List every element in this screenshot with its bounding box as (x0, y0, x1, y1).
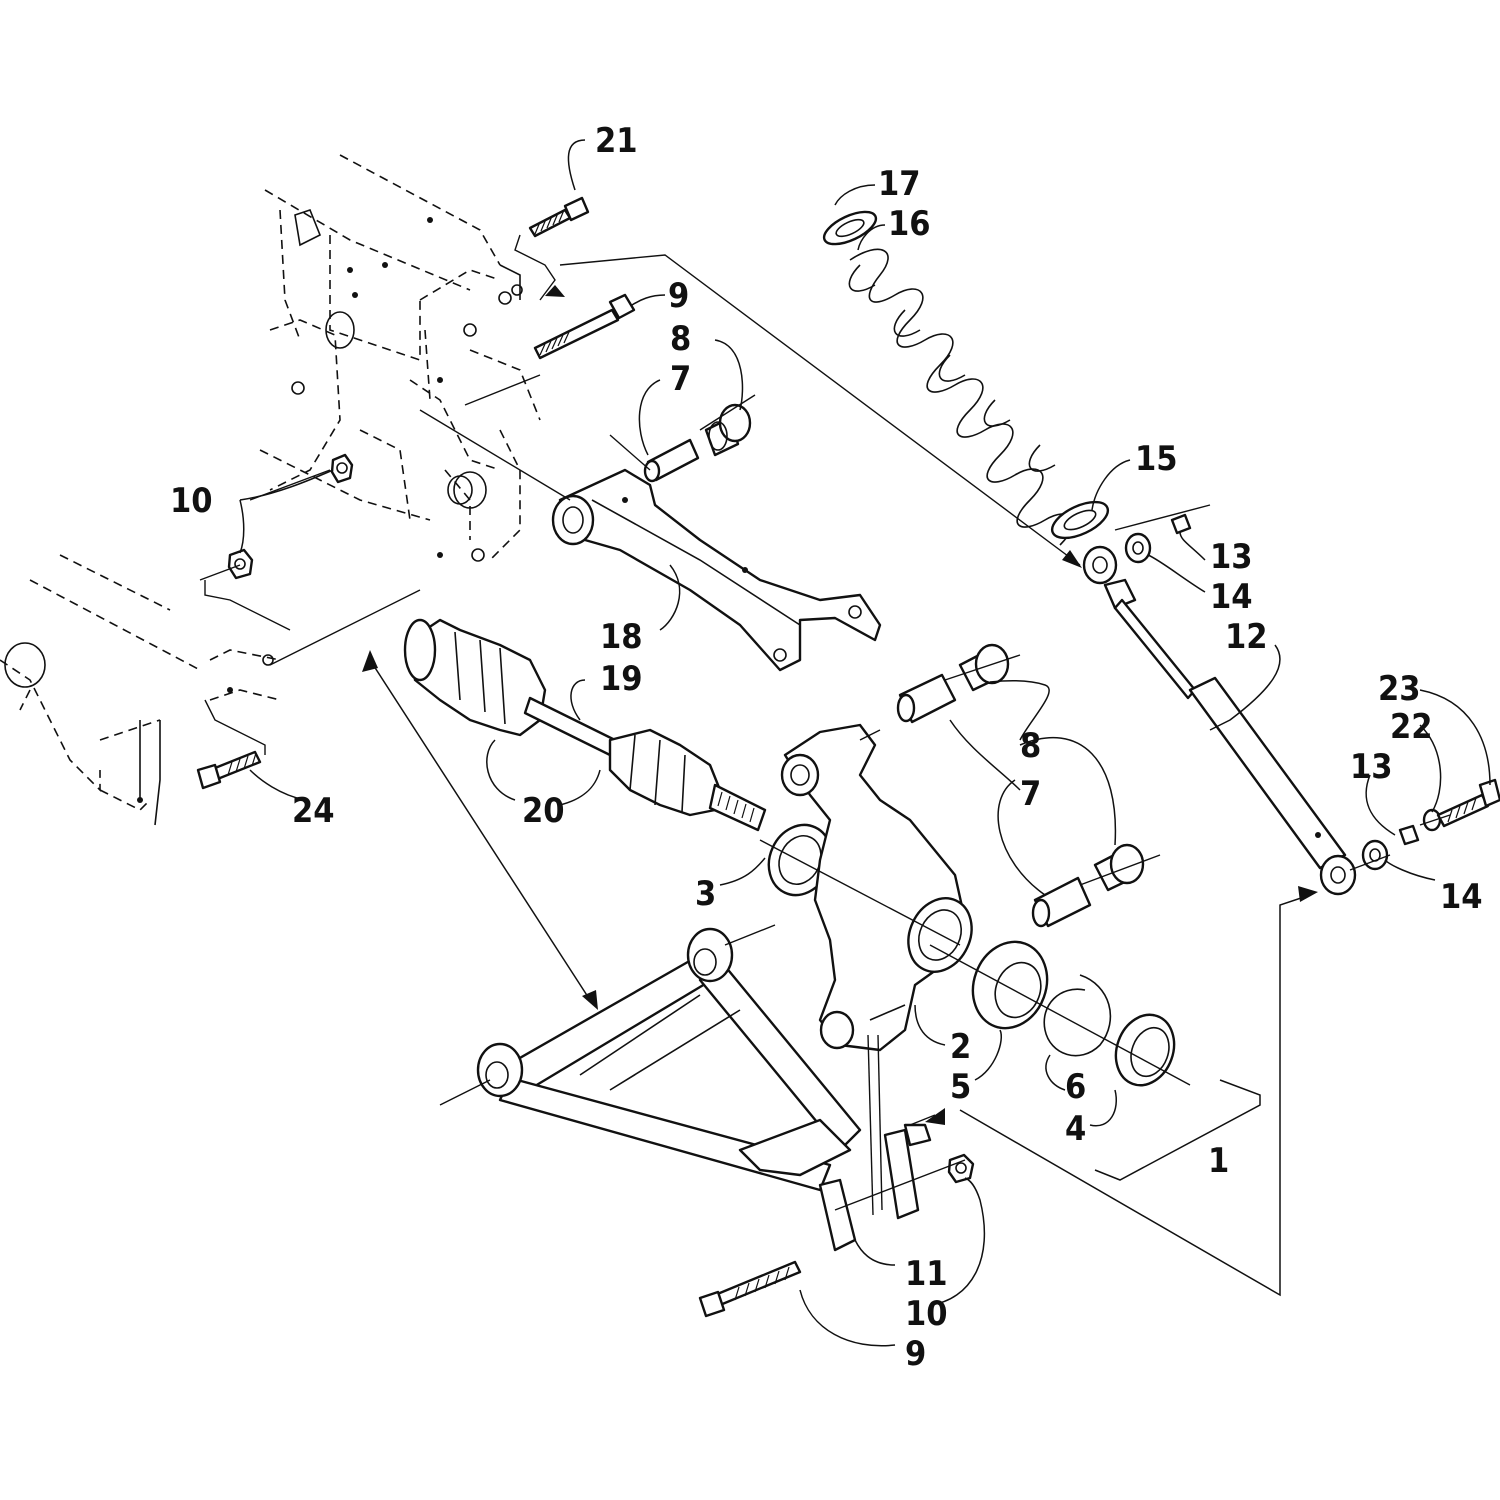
bearing-5 (971, 940, 1049, 1030)
spring-seat-17 (822, 210, 878, 246)
seal-4 (1114, 1013, 1176, 1087)
nut-10-upper (330, 453, 354, 484)
callout-4: 4 (1065, 1109, 1086, 1149)
callout-12: 12 (1225, 617, 1268, 657)
bolt-9-upper (533, 293, 636, 360)
callout-13-upper: 13 (1210, 537, 1253, 577)
nut-10-lower (227, 548, 254, 580)
callout-2: 2 (950, 1027, 971, 1067)
callout-11: 11 (905, 1254, 948, 1294)
leader-lines (239, 139, 1491, 1347)
sleeve-13-upper (1170, 513, 1192, 535)
spring-seat-15 (1050, 500, 1110, 540)
callout-20: 20 (522, 791, 565, 831)
bolt-24 (196, 750, 262, 790)
bushing-7-knuckle-lower (1031, 876, 1092, 928)
callout-10-upper: 10 (170, 481, 213, 521)
callout-13-lower: 13 (1350, 747, 1393, 787)
callout-8-upper: 8 (670, 319, 691, 359)
bushing-8-knuckle-lower (1093, 843, 1145, 892)
callout-24: 24 (292, 791, 335, 831)
assembly-lines (199, 234, 1451, 1297)
callout-10-lower: 10 (905, 1294, 948, 1334)
callout-7-knuckle: 7 (1020, 774, 1041, 814)
lower-a-arm (476, 927, 932, 1252)
callout-3: 3 (695, 874, 716, 914)
bushing-7-upper (643, 438, 700, 483)
callout-9-upper: 9 (668, 276, 689, 316)
callout-14-lower: 14 (1440, 877, 1483, 917)
callout-22: 22 (1390, 707, 1433, 747)
callout-8-knuckle: 8 (1020, 726, 1041, 766)
callout-17: 17 (878, 164, 921, 204)
callout-1: 1 (1208, 1141, 1229, 1181)
drive-axle-20 (403, 618, 767, 832)
bolt-9-lower (698, 1260, 802, 1318)
callout-21: 21 (595, 121, 638, 161)
callout-6: 6 (1065, 1067, 1086, 1107)
upper-control-arm-18 (551, 468, 882, 672)
bolt-21 (528, 196, 590, 238)
callout-19: 19 (600, 659, 643, 699)
callout-15: 15 (1135, 439, 1178, 479)
bushing-7-knuckle-upper (896, 673, 957, 724)
shock-absorber-12 (1082, 545, 1357, 896)
callout-16: 16 (888, 204, 931, 244)
bushing-8-knuckle-upper (958, 643, 1010, 692)
callout-14-upper: 14 (1210, 577, 1253, 617)
callout-23: 23 (1378, 669, 1421, 709)
bushing-8-upper (704, 403, 752, 457)
frame-outline (0, 154, 541, 826)
washer-22 (1422, 808, 1442, 832)
callout-18: 18 (600, 617, 643, 657)
bushing-14-lower (1361, 839, 1389, 871)
nut-10-arm (947, 1153, 975, 1184)
callout-7-upper: 7 (670, 359, 691, 399)
coil-spring-16 (848, 248, 1074, 546)
callout-5: 5 (950, 1067, 971, 1107)
sleeve-13-lower (1398, 824, 1420, 846)
callout-9-lower: 9 (905, 1334, 926, 1374)
callout-labels: 21 17 16 9 8 7 15 10 13 14 18 12 19 23 2… (170, 121, 1483, 1374)
snap-ring-6 (1043, 974, 1112, 1057)
bushing-14-upper (1124, 532, 1152, 564)
bolt-23 (1436, 778, 1500, 828)
